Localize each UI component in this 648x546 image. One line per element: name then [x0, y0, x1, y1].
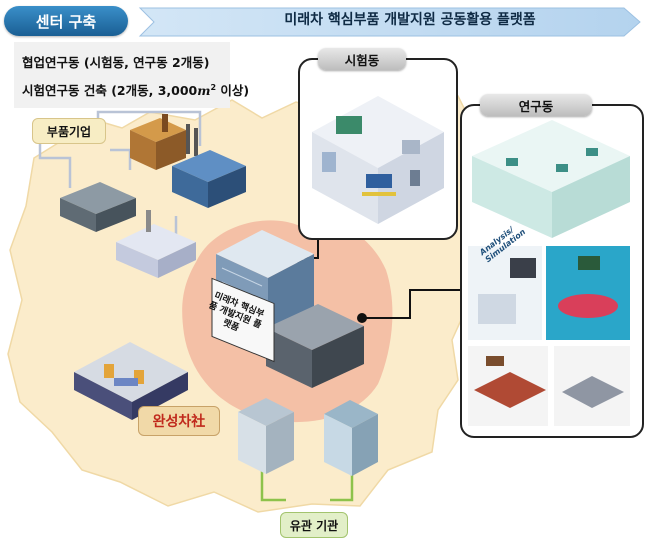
institution-building-2-icon	[324, 400, 378, 476]
vehicle-icon	[366, 174, 392, 188]
test-bench-icon	[336, 116, 362, 134]
info-line-2-suffix: 이상)	[216, 83, 250, 98]
platform-sign-board	[211, 277, 275, 363]
parts-factories-illustration	[60, 114, 246, 278]
institutions-label: 유관 기관	[280, 512, 348, 538]
info-line-2-text: 시험연구동 건축 (2개동, 3,000	[22, 83, 198, 98]
info-line-2: 시험연구동 건축 (2개동, 3,000m2 이상)	[22, 80, 249, 99]
research-building-label: 연구동	[480, 94, 592, 116]
factory-blue-icon	[172, 124, 246, 208]
info-box	[14, 42, 230, 108]
factory-brown-icon	[130, 114, 186, 170]
institution-connectors	[260, 470, 354, 502]
research-building-illustration	[468, 120, 630, 426]
factory-white-icon	[116, 210, 196, 278]
platform-building-illustration	[211, 230, 364, 388]
parts-companies-label: 부품기업	[32, 118, 106, 144]
page-title: 미래차 핵심부품 개발지원 공동활용 플랫폼	[284, 12, 536, 28]
factory-gray-icon	[60, 182, 136, 232]
test-building-illustration	[312, 96, 444, 224]
connector-dot-research	[357, 313, 367, 323]
section-badge: 센터 구축	[4, 6, 128, 36]
test-building-label: 시험동	[318, 48, 406, 70]
office-room-icon	[472, 120, 630, 238]
oem-plant-illustration	[74, 342, 188, 420]
info-line-2-unit: m	[197, 83, 211, 98]
info-line-2-sup: 2	[210, 82, 217, 92]
oem-label: 완성차社	[138, 406, 220, 436]
institution-buildings-illustration	[238, 398, 378, 476]
info-line-1: 협업연구동 (시험동, 연구동 2개동)	[22, 55, 210, 70]
institution-building-1-icon	[238, 398, 294, 474]
header-banner	[138, 7, 641, 37]
assembly-robot-icon	[104, 364, 114, 378]
